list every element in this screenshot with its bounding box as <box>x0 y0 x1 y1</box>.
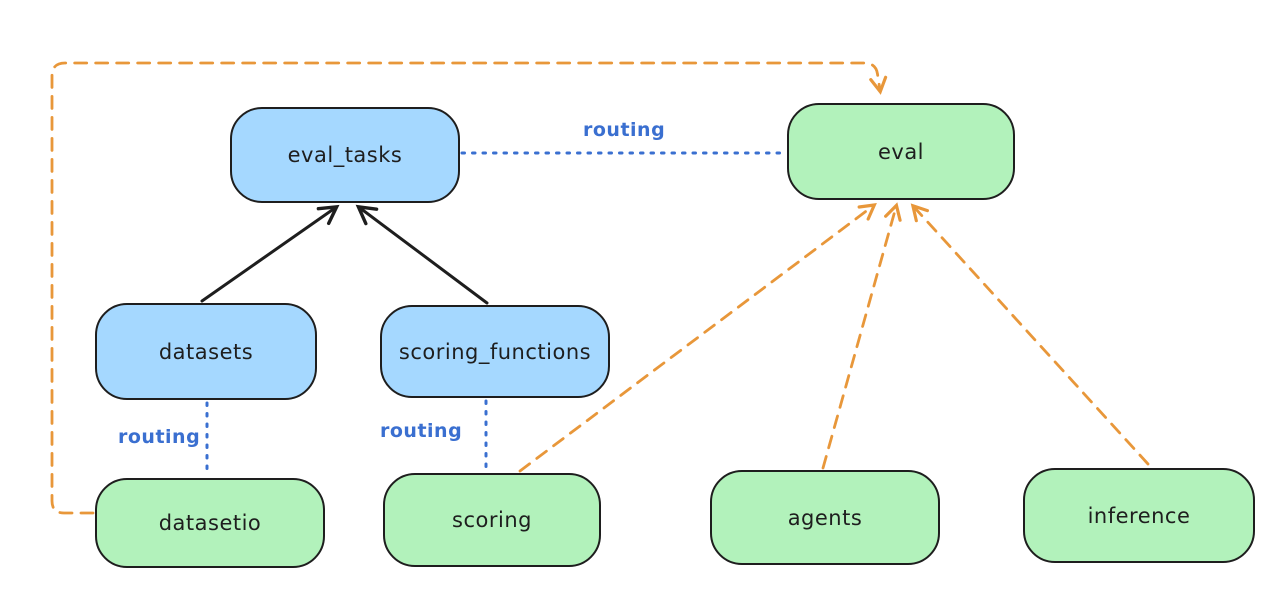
node-datasets: datasets <box>95 303 317 400</box>
node-datasetio-label: datasetio <box>158 511 262 535</box>
node-agents-label: agents <box>787 505 863 530</box>
node-eval-tasks: eval_tasks <box>230 107 460 203</box>
node-agents: agents <box>710 470 940 565</box>
routing-label-datasets-datasetio: routing <box>118 426 201 448</box>
node-eval: eval <box>787 103 1015 200</box>
node-eval-label: eval <box>877 139 925 164</box>
node-inference: inference <box>1023 468 1255 563</box>
routing-label-eval-tasks-eval: routing <box>583 119 666 141</box>
node-datasetio: datasetio <box>95 478 325 568</box>
edge-agents-eval-arrow <box>821 202 902 470</box>
edge-scoring-eval-arrow <box>518 203 877 473</box>
node-scoring: scoring <box>383 473 601 567</box>
node-scoring-functions: scoring_functions <box>380 305 610 398</box>
routing-label-scoring-functions-scoring: routing <box>380 420 463 442</box>
node-datasets-label: datasets <box>158 339 254 364</box>
node-inference-label: inference <box>1087 503 1191 528</box>
edge-datasetio-eval-arrow <box>50 61 888 515</box>
node-scoring-label: scoring <box>452 508 532 532</box>
edge-datasets-eval-tasks-arrow <box>200 204 340 303</box>
node-scoring-functions-label: scoring_functions <box>398 339 592 364</box>
node-eval-tasks-label: eval_tasks <box>287 143 403 167</box>
edge-inference-eval-arrow <box>910 203 1150 466</box>
edge-scoring-functions-eval-tasks-arrow <box>355 204 489 305</box>
